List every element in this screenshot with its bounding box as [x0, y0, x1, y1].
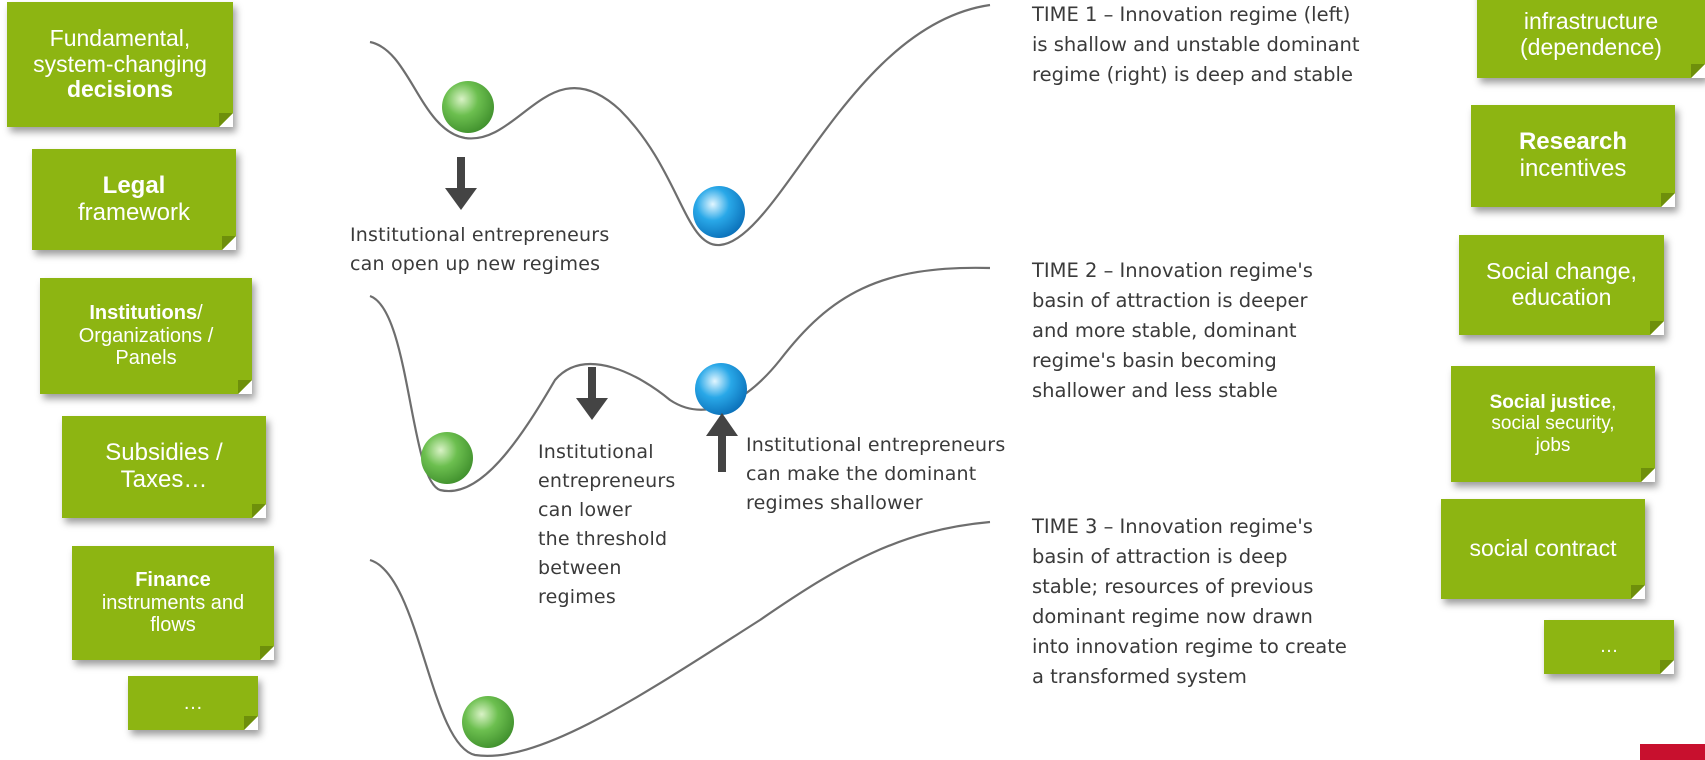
note-line: flows — [150, 614, 196, 636]
note-line: instruments and — [102, 592, 244, 614]
note-line: framework — [77, 198, 191, 227]
time1-description: TIME 1 – Innovation regime (left) is sha… — [1032, 3, 1360, 86]
note-text-bold: decisions — [66, 76, 174, 103]
note-line: Finance — [135, 569, 211, 591]
note-line: system-changing — [33, 50, 207, 78]
note-text: … — [183, 691, 203, 714]
note-text: Panels — [115, 347, 177, 370]
time2-dominant-ball — [695, 363, 747, 415]
time3-landscape-curve — [369, 520, 991, 757]
time2-description: TIME 2 – Innovation regime's basin of at… — [1032, 259, 1313, 402]
arrow-up-shallow-icon — [706, 413, 738, 472]
note-line: social contract — [1469, 535, 1617, 562]
note-left-more: … — [128, 676, 258, 730]
note-text: framework — [77, 198, 191, 226]
time3-description: TIME 3 – Innovation regime's basin of at… — [1032, 515, 1347, 688]
arrow-down-lower-icon — [576, 367, 608, 420]
note-line: (dependence) — [1520, 34, 1662, 61]
note-institutions: Institutions/Organizations /Panels — [40, 278, 252, 394]
note-text: jobs — [1535, 434, 1571, 456]
annotation-dominant-shallower: Institutional entrepreneurs can make the… — [746, 434, 1006, 514]
note-text: Taxes… — [120, 466, 208, 493]
note-text: education — [1511, 284, 1612, 310]
note-text: incentives — [1519, 155, 1627, 182]
note-line: … — [183, 692, 203, 714]
note-line: incentives — [1519, 155, 1627, 183]
time2-innovation-ball — [421, 432, 473, 484]
note-text-bold: Institutions — [89, 302, 198, 325]
note-text: Fundamental, — [49, 24, 191, 51]
note-line: Subsidies / — [105, 439, 223, 467]
note-line: education — [1511, 284, 1612, 311]
note-text-bold: Social justice — [1489, 392, 1612, 414]
note-social-contract: social contract — [1441, 499, 1645, 599]
note-text: Social change, — [1486, 258, 1637, 285]
note-line: … — [1600, 636, 1619, 657]
note-text: flows — [150, 614, 196, 637]
note-text: Subsidies / — [105, 439, 223, 467]
note-social-justice: Social justice,social security,jobs — [1451, 366, 1655, 482]
note-text: social security, — [1491, 413, 1615, 435]
note-text: / — [197, 302, 203, 325]
annotation-lower-threshold: Institutional entrepreneurs can lower th… — [538, 441, 676, 608]
note-line: Fundamental, — [49, 24, 191, 52]
note-line: Social change, — [1486, 258, 1637, 285]
time1-landscape-curve — [369, 3, 991, 247]
note-infrastructure: infrastructure(dependence) — [1477, 0, 1705, 78]
time3-innovation-ball — [462, 696, 514, 748]
note-line: Social justice, — [1490, 392, 1617, 413]
note-line: Research — [1518, 128, 1628, 156]
note-line: decisions — [66, 76, 174, 103]
note-text: instruments and — [101, 591, 245, 614]
note-text: infrastructure — [1523, 8, 1659, 35]
note-text: … — [1599, 636, 1619, 658]
note-text: social contract — [1469, 535, 1617, 562]
note-line: Taxes… — [120, 466, 208, 494]
accent-red-bar — [1640, 744, 1705, 760]
note-text: (dependence) — [1520, 34, 1662, 60]
note-text-bold: Research — [1518, 128, 1628, 156]
time1-innovation-ball — [442, 81, 494, 133]
note-text-bold: Finance — [135, 569, 211, 592]
note-social-change: Social change,education — [1459, 235, 1664, 335]
note-line: social security, — [1491, 413, 1614, 434]
note-text: Organizations / — [78, 324, 214, 347]
note-line: Organizations / — [79, 325, 214, 347]
note-text-bold: Legal — [102, 171, 166, 199]
note-text: , — [1611, 392, 1617, 414]
arrow-down-open-icon — [445, 157, 477, 210]
note-subsidies-taxes: Subsidies /Taxes… — [62, 416, 266, 518]
note-line: jobs — [1536, 435, 1571, 456]
annotation-open-regimes: Institutional entrepreneurs can open up … — [350, 224, 610, 275]
note-text: system-changing — [33, 50, 207, 77]
note-line: Institutions/ — [89, 302, 202, 324]
note-line: Legal — [102, 171, 166, 200]
note-line: Panels — [115, 347, 176, 369]
time1-dominant-ball — [693, 186, 745, 238]
note-right-more: … — [1544, 620, 1674, 674]
note-line: infrastructure — [1523, 8, 1659, 35]
